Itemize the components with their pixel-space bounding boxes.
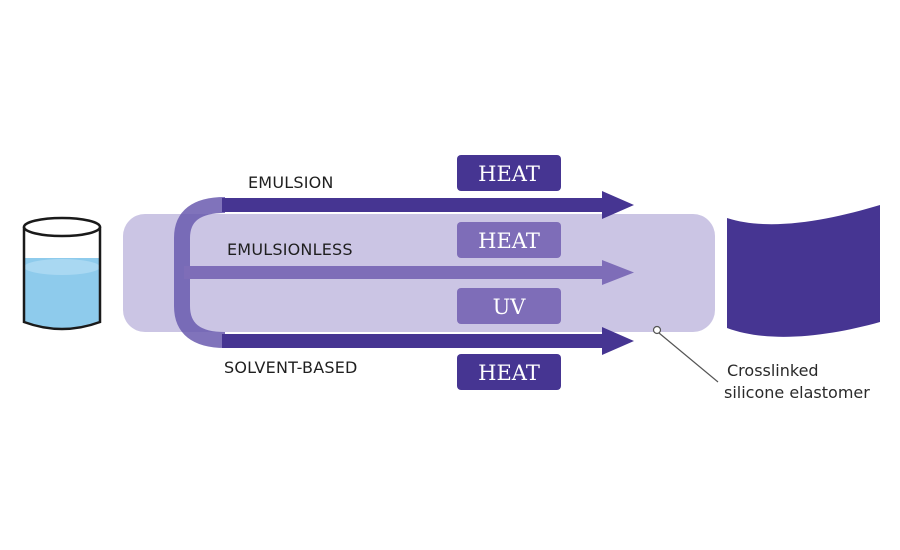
liquid-surface (24, 259, 100, 275)
heat-bottom-label: HEAT (478, 361, 540, 385)
callout-line-1: Crosslinked (727, 361, 819, 380)
heat-middle-label: HEAT (478, 229, 540, 253)
solvent-based-arrow (222, 327, 634, 355)
callout: Crosslinked silicone elastomer (652, 325, 870, 402)
emulsionless-arrow (184, 260, 634, 285)
heat-box-middle: HEAT (457, 222, 561, 258)
elastomer-sheet-icon (727, 205, 880, 337)
emulsion-arrow (222, 191, 634, 219)
callout-line-2: silicone elastomer (724, 383, 870, 402)
emulsion-label: EMULSION (248, 173, 334, 192)
uv-label: UV (493, 295, 527, 319)
uv-box: UV (457, 288, 561, 324)
beaker-outline (22, 227, 102, 331)
heat-box-top: HEAT (457, 155, 561, 191)
beaker-icon (22, 216, 102, 331)
solvent-based-label: SOLVENT-BASED (224, 358, 358, 377)
heat-top-label: HEAT (478, 162, 540, 186)
beaker-rim (22, 216, 102, 238)
branch-trunk (174, 197, 226, 348)
callout-line (658, 332, 719, 383)
callout-dot (652, 325, 662, 335)
heat-box-bottom: HEAT (457, 354, 561, 390)
emulsionless-label: EMULSIONLESS (227, 240, 353, 259)
